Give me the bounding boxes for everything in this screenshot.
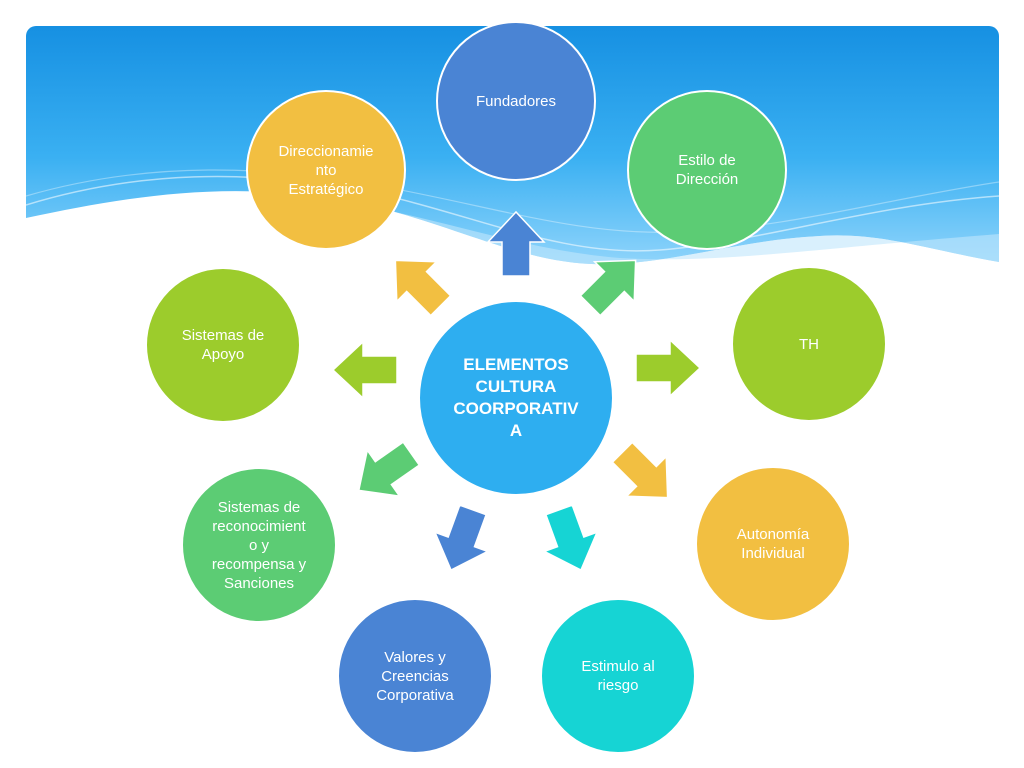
arrow-to-reconocimiento xyxy=(357,441,421,498)
arrow-to-fundadores xyxy=(486,210,546,277)
node-th: TH xyxy=(731,266,887,422)
node-valores: Valores y Creencias Corporativa xyxy=(337,598,493,754)
node-direccionamiento: Direccionamie nto Estratégico xyxy=(246,90,406,250)
center-node: ELEMENTOS CULTURA COORPORATIV A xyxy=(418,300,614,496)
arrow-to-valores xyxy=(433,504,490,572)
arrow-to-th xyxy=(635,338,702,398)
node-reconocimiento: Sistemas de reconocimient o y recompensa… xyxy=(181,467,337,623)
node-apoyo: Sistemas de Apoyo xyxy=(145,267,301,423)
arrow-to-estimulo xyxy=(542,504,599,572)
node-estilo-direccion: Estilo de Dirección xyxy=(627,90,787,250)
arrow-to-direccionamiento xyxy=(394,259,452,317)
node-estimulo: Estimulo al riesgo xyxy=(540,598,696,754)
arrow-to-apoyo xyxy=(331,340,398,400)
arrow-to-autonomia xyxy=(611,441,669,499)
node-autonomia: Autonomía Individual xyxy=(695,466,851,622)
arrow-to-estilo-direccion xyxy=(579,259,637,317)
node-fundadores: Fundadores xyxy=(436,21,596,181)
